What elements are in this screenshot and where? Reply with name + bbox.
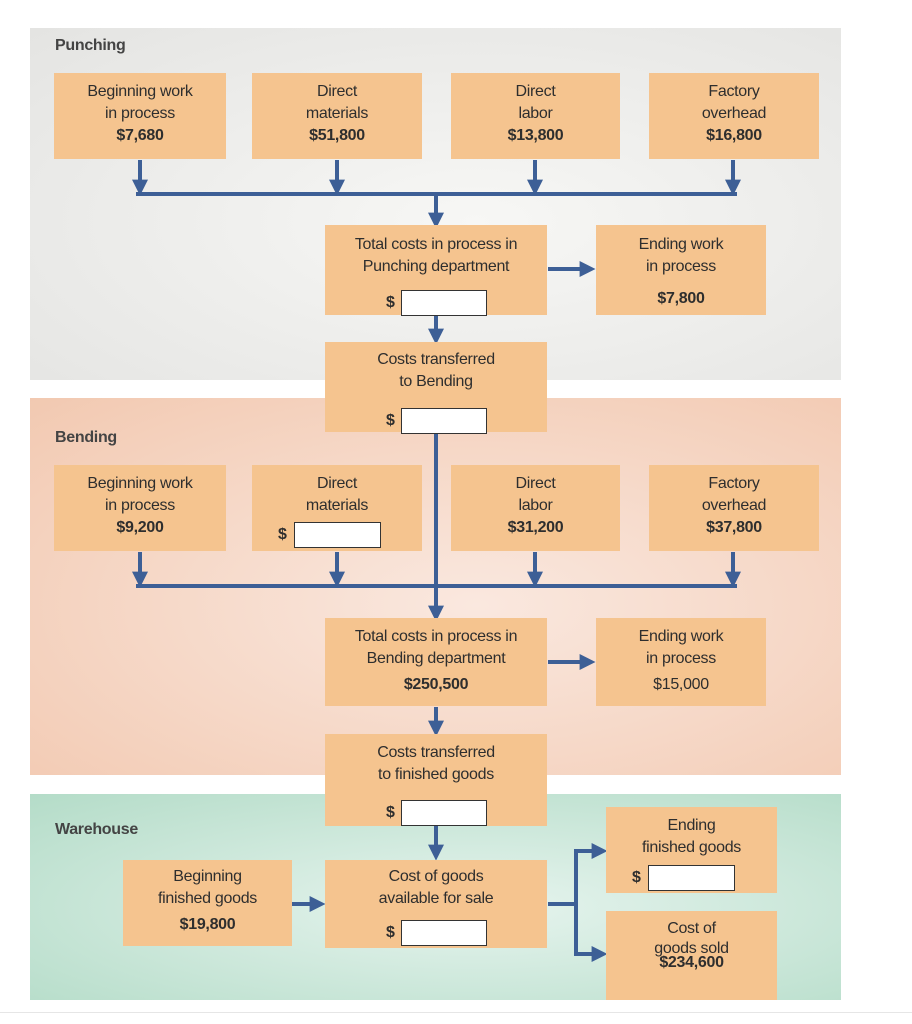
box-label: Beginning work <box>87 83 193 100</box>
costs-transferred-to-bending-box: Costs transferred to Bending <box>325 342 547 432</box>
punching-title: Punching <box>55 37 126 54</box>
divider <box>0 1012 912 1013</box>
punching-total-costs-input[interactable] <box>401 290 487 316</box>
box-label: overhead <box>701 105 767 122</box>
dollar-sign: $ <box>632 869 641 886</box>
bending-direct-materials-input[interactable] <box>294 522 381 548</box>
costs-transferred-to-finished-goods-input[interactable] <box>401 800 487 826</box>
cost-of-goods-sold-box: Cost of goods sold $234,600 <box>606 911 777 1000</box>
box-label: Bending department <box>366 650 506 667</box>
box-label: Ending <box>667 817 716 834</box>
box-label: in process <box>646 258 716 275</box>
box-amount: $31,200 <box>507 519 564 536</box>
box-amount: $15,000 <box>653 676 709 693</box>
box-label: Total costs in process in <box>354 236 518 253</box>
bending-ending-wip-box: Ending work in process $15,000 <box>596 618 766 706</box>
bending-total-costs-box: Total costs in process in Bending depart… <box>325 618 547 706</box>
dollar-sign: $ <box>278 526 287 543</box>
box-label: labor <box>518 497 553 514</box>
dollar-sign: $ <box>386 412 395 429</box>
box-label: Ending work <box>638 628 724 645</box>
box-label: overhead <box>701 497 767 514</box>
beginning-finished-goods-box: Beginning finished goods $19,800 <box>123 860 292 946</box>
dollar-sign: $ <box>386 294 395 311</box>
box-label: in process <box>105 497 175 514</box>
box-amount: $9,200 <box>116 519 164 536</box>
box-label: Beginning work <box>87 475 193 492</box>
dollar-sign: $ <box>386 924 395 941</box>
box-amount: $7,680 <box>116 127 164 144</box>
bending-direct-labor-box: Direct labor $31,200 <box>451 465 620 551</box>
box-label: finished goods <box>158 890 257 907</box>
box-label: materials <box>305 497 369 514</box>
box-label: Factory <box>708 83 760 100</box>
box-amount: $16,800 <box>706 127 762 144</box>
box-amount: $19,800 <box>179 916 236 933</box>
box-label: Cost of <box>667 920 716 937</box>
box-label: goods sold <box>654 940 729 957</box>
warehouse-title: Warehouse <box>55 821 138 838</box>
box-label: Costs transferred <box>377 744 495 761</box>
bending-beginning-wip-box: Beginning work in process $9,200 <box>54 465 226 551</box>
box-label: labor <box>518 105 553 122</box>
box-label: Ending work <box>638 236 724 253</box>
box-label: to finished goods <box>378 766 494 783</box>
box-label: Direct <box>515 83 556 100</box>
box-label: Factory <box>708 475 760 492</box>
box-label: Direct <box>317 475 357 492</box>
cost-of-goods-available-input[interactable] <box>401 920 487 946</box>
punching-factory-overhead-box: Factory overhead $16,800 <box>649 73 819 159</box>
punching-direct-labor-box: Direct labor $13,800 <box>451 73 620 159</box>
bending-factory-overhead-box: Factory overhead $37,800 <box>649 465 819 551</box>
box-label: Costs transferred <box>377 351 495 368</box>
box-amount: $13,800 <box>507 127 564 144</box>
punching-beginning-wip-box: Beginning work in process $7,680 <box>54 73 226 159</box>
box-label: to Bending <box>399 373 473 390</box>
ending-finished-goods-input[interactable] <box>648 865 735 891</box>
box-label: Cost of goods <box>388 868 484 885</box>
box-amount: $37,800 <box>706 519 762 536</box>
box-label: available for sale <box>378 890 494 907</box>
box-amount: $51,800 <box>309 127 365 144</box>
box-label: materials <box>305 105 369 122</box>
bending-title: Bending <box>55 429 117 446</box>
box-amount: $234,600 <box>659 954 724 971</box>
box-label: Total costs in process in <box>354 628 518 645</box>
box-label: in process <box>105 105 175 122</box>
costs-transferred-to-bending-input[interactable] <box>401 408 487 434</box>
box-label: in process <box>646 650 716 667</box>
box-label: Beginning <box>173 868 242 885</box>
box-label: finished goods <box>642 839 741 856</box>
box-label: Direct <box>317 83 357 100</box>
punching-direct-materials-box: Direct materials $51,800 <box>252 73 422 159</box>
box-amount: $250,500 <box>403 676 469 693</box>
punching-ending-wip-box: Ending work in process $7,800 <box>596 225 766 315</box>
dollar-sign: $ <box>386 804 395 821</box>
box-label: Direct <box>515 475 556 492</box>
box-amount: $7,800 <box>657 290 705 307</box>
box-label: Punching department <box>362 258 510 275</box>
